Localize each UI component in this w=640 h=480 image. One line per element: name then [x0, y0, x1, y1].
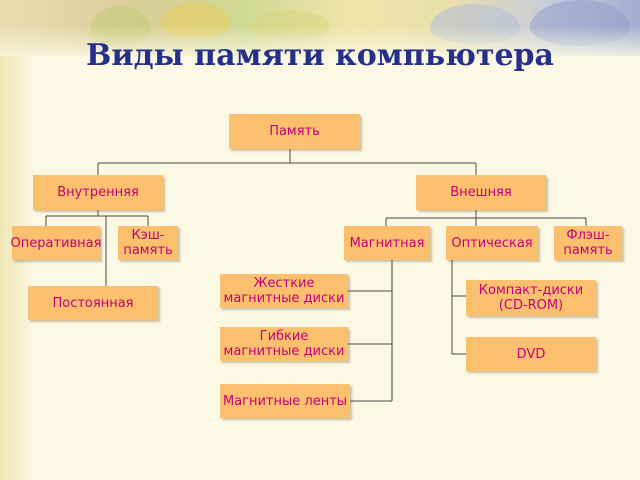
node-memory: Память [229, 114, 360, 149]
connector-magnetic [348, 260, 393, 402]
node-flash: Флэш- память [554, 226, 622, 260]
node-floppy-disks: Гибкие магнитные диски [220, 327, 348, 361]
node-internal: Внутренняя [33, 175, 163, 210]
node-cache: Кэш- память [118, 226, 178, 260]
node-hard-disks: Жесткие магнитные диски [220, 274, 348, 308]
node-cd-rom: Компакт-диски (CD-ROM) [466, 280, 596, 316]
node-optical: Оптическая [446, 226, 538, 260]
connector-internal [45, 210, 149, 299]
connector-optical [451, 260, 466, 355]
connector-external [385, 210, 587, 226]
node-rom: Постоянная [28, 286, 158, 320]
background-top-band [0, 0, 640, 56]
node-magnetic-tapes: Магнитные ленты [220, 384, 350, 418]
node-dvd: DVD [466, 337, 596, 371]
node-ram: Оперативная [11, 226, 101, 260]
page-title: Виды памяти компьютера [86, 38, 554, 73]
node-magnetic: Магнитная [344, 226, 430, 260]
background-fade [0, 26, 640, 56]
node-external: Внешняя [416, 175, 546, 210]
connector-root [97, 149, 477, 175]
